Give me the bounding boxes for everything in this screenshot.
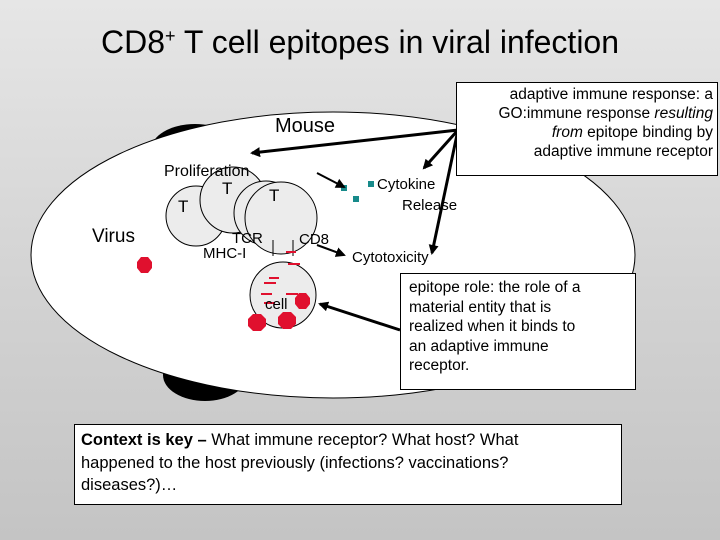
epitope-line-5: receptor. [409,357,470,374]
slide-title: CD8+ T cell epitopes in viral infection [100,24,620,60]
virus-label: Virus [92,226,135,247]
t-cell-label-left: T [178,197,189,216]
epitope-dashes [261,251,300,304]
virus-particle-1 [137,257,152,273]
epitope-line-4: an adaptive immune [409,337,549,355]
arrow-adaptive-to-cytokine [422,128,460,170]
context-line-3: diseases?)… [81,476,178,494]
mhc-label: MHC-I [203,245,247,262]
epitope-line-1: epitope role: the role of a [409,279,581,296]
mouse-label: Mouse [275,115,336,137]
cytokine-squares [341,181,374,202]
epitope-line-3: realized when it binds to [409,318,576,335]
cd8-label: CD8 [299,231,330,248]
adaptive-line-2: GO:immune response resulting [498,105,713,122]
virus-particle-2 [248,314,266,331]
adaptive-response-box: adaptive immune response: a GO:immune re… [456,82,718,176]
proliferation-label: Proliferation [164,163,250,180]
t-cell-effector [244,181,318,255]
adaptive-line-3: from epitope binding by [551,124,713,141]
cell-label: cell [265,296,288,313]
virus-particle-3 [278,312,296,329]
virus-particle-4 [295,293,310,309]
cytokine-label: Cytokine [377,176,436,193]
arrow-to-proliferation [316,172,346,188]
epitope-line-2: material entity that is [409,298,552,316]
arrow-epitope-to-cell [318,301,401,332]
release-label: Release [402,197,458,214]
arrow-adaptive-to-proliferation [250,128,459,158]
t-cell-label-middle: T [222,179,233,198]
context-line-1: Context is key – What immune receptor? W… [81,431,519,449]
t-cell-label-right: T [269,186,280,205]
epitope-role-box: epitope role: the role of a material ent… [400,273,636,390]
arrow-to-cytotoxicity [316,244,346,257]
context-line-2: happened to the host previously (infecti… [81,453,509,472]
arrow-adaptive-to-cytotoxicity [428,129,460,255]
cytotoxicity-label: Cytotoxicity [352,249,429,266]
tcr-label: TCR [232,230,263,247]
context-box: Context is key – What immune receptor? W… [74,424,622,505]
adaptive-line-4: adaptive immune receptor [533,143,713,160]
adaptive-line-1: adaptive immune response: a [509,86,713,103]
